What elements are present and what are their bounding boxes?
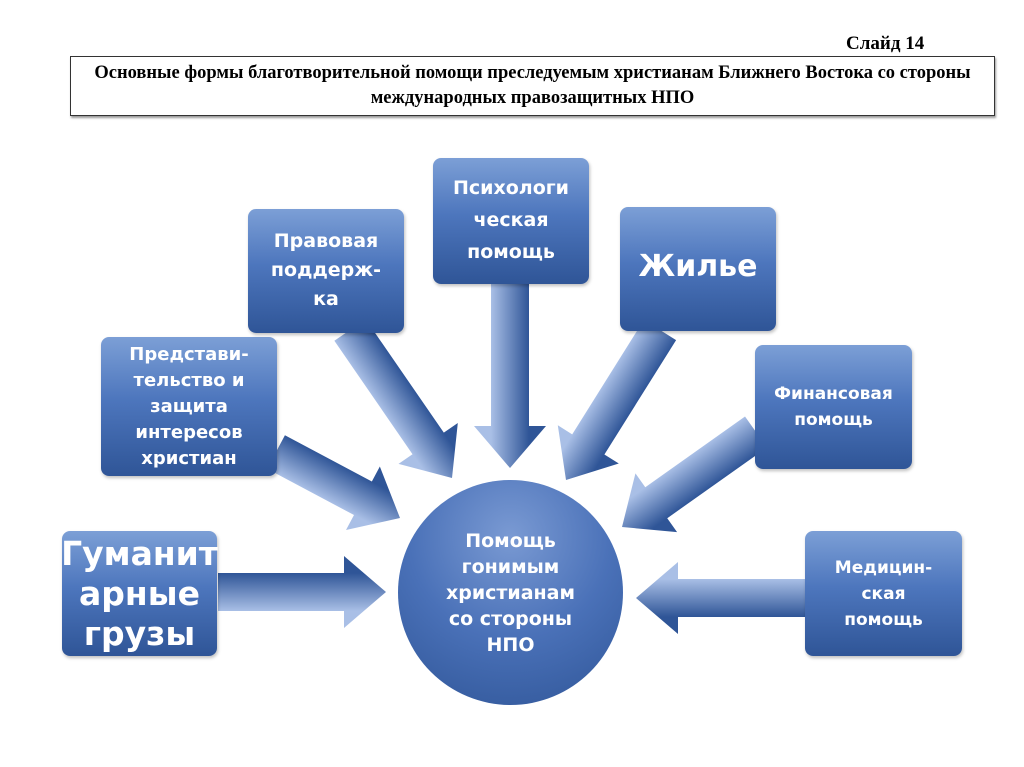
box-label: Представи- тельство и защита интересов х… — [129, 343, 249, 469]
arrow-humanitarian-icon — [218, 556, 386, 628]
title-text: Основные формы благотворительной помощи … — [94, 63, 971, 108]
box-financial-help: Финансовая помощь — [755, 345, 912, 469]
box-psychological-help: Психологи ческая помощь — [433, 158, 589, 284]
box-label: Психологи ческая помощь — [453, 177, 569, 263]
box-label: Гуманит арные грузы — [61, 533, 218, 653]
box-label: Финансовая помощь — [774, 384, 893, 430]
arrow-psychological-icon — [474, 283, 546, 468]
arrow-representation-icon — [267, 435, 400, 531]
box-label: Правовая поддерж- ка — [270, 230, 382, 310]
box-legal-support: Правовая поддерж- ка — [248, 209, 404, 333]
slide-title: Основные формы благотворительной помощи … — [70, 56, 995, 116]
box-label: Медицин- ская помощь — [834, 557, 933, 630]
arrow-housing-icon — [557, 319, 677, 480]
center-label: Помощь гонимым христианам со стороны НПО — [445, 529, 576, 656]
arrow-medical-icon — [636, 562, 806, 634]
center-circle: Помощь гонимым христианам со стороны НПО — [398, 480, 623, 705]
box-housing: Жилье — [620, 207, 776, 331]
slide-number: Слайд 14 — [846, 33, 925, 54]
arrow-financial-icon — [622, 416, 767, 533]
box-representation: Представи- тельство и защита интересов х… — [101, 337, 277, 476]
box-medical-help: Медицин- ская помощь — [805, 531, 962, 656]
box-label: Жилье — [638, 249, 758, 284]
arrow-legal-icon — [334, 319, 458, 478]
box-humanitarian-cargo: Гуманит арные грузы — [61, 531, 218, 656]
